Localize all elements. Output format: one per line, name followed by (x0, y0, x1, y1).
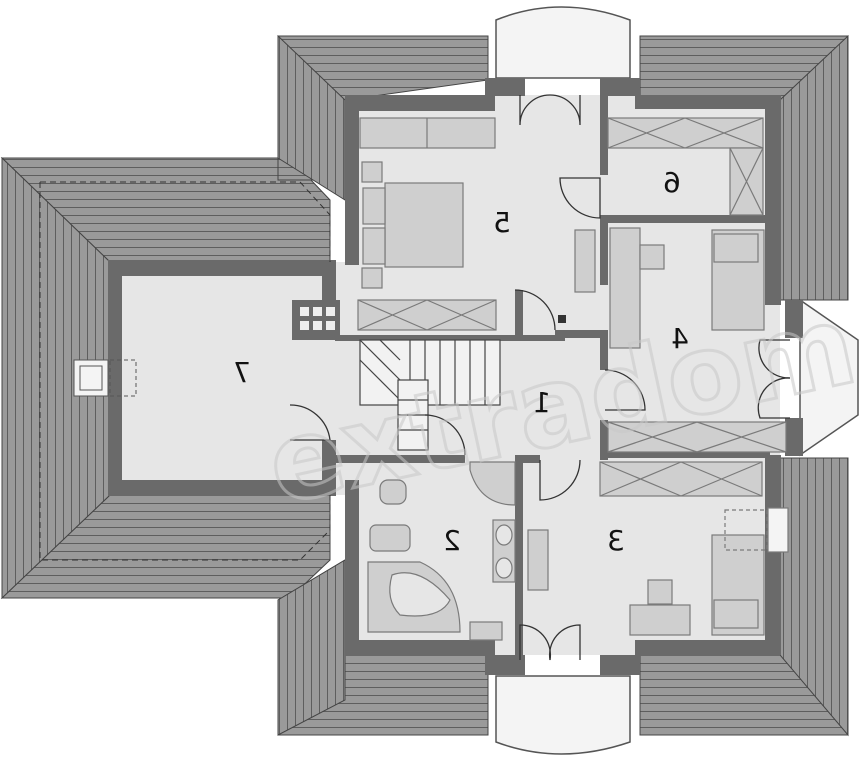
bed-double (384, 182, 464, 268)
nightstand-1 (361, 161, 383, 183)
room-label-3: 3 (607, 524, 625, 557)
chimney (292, 300, 340, 340)
roof-bottom-left-side (277, 559, 346, 736)
dresser-room3 (527, 529, 549, 591)
walls (108, 78, 803, 675)
room-label-7: 7 (233, 356, 251, 389)
furniture (357, 117, 789, 641)
room-label-1: 1 (533, 386, 551, 419)
toilet-2 (369, 524, 411, 552)
wardrobe-room3 (599, 461, 763, 497)
dresser (574, 229, 596, 293)
toilet-1 (379, 479, 407, 505)
room-label-6: 6 (663, 166, 681, 199)
wardrobe-room5-bottom (357, 299, 497, 331)
dormer-east (799, 298, 859, 457)
room-label-5: 5 (493, 206, 511, 239)
desk-room3 (629, 604, 691, 636)
room-label-2: 2 (443, 524, 461, 557)
nightstand-2 (361, 267, 383, 289)
roof-window (73, 359, 137, 397)
dormer-north (495, 6, 631, 79)
dormer-south (495, 675, 631, 755)
wardrobe-hall (607, 421, 787, 453)
doors (289, 94, 791, 661)
wardrobe-room6 (607, 117, 764, 149)
desk-room4 (609, 227, 641, 349)
room-labels: 1 2 3 4 5 6 7 (233, 166, 689, 557)
roof-outline (39, 181, 331, 561)
room-label-4: 4 (671, 322, 689, 355)
shower (469, 461, 516, 506)
dormer-bays (495, 6, 859, 755)
stairs (359, 339, 501, 451)
